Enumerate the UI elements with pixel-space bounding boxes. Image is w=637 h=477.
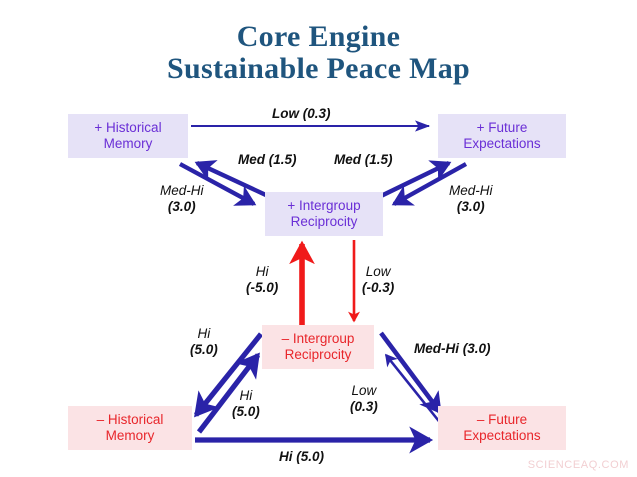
edge-label-pos-recip-to-neg-recip: Low (-0.3)	[362, 264, 395, 295]
edge-label-neg-fut-to-neg-recip: Low (0.3)	[350, 383, 378, 414]
node-neg-intergroup-reciprocity[interactable]: – Intergroup Reciprocity	[262, 325, 374, 369]
edge-label-neg-recip-to-pos-recip: Hi (-5.0)	[246, 264, 279, 295]
node-label-line2: Memory	[103, 136, 153, 151]
node-label-line1: + Intergroup	[287, 198, 361, 213]
node-label-line2: Memory	[105, 428, 155, 443]
node-neg-historical-memory[interactable]: – Historical Memory	[68, 406, 192, 450]
watermark: SCIENCEAQ.COM	[527, 459, 629, 471]
edge-neg-fut-to-neg-recip	[384, 353, 448, 431]
node-pos-intergroup-reciprocity[interactable]: + Intergroup Reciprocity	[265, 192, 383, 236]
node-label-line2: Expectations	[463, 428, 541, 443]
edge-label-pos-fut-to-pos-recip: Med-Hi (3.0)	[449, 183, 493, 214]
node-label-line1: – Historical	[96, 412, 164, 427]
edge-neg-recip-to-neg-fut	[379, 331, 442, 415]
edge-neg-hist-to-neg-recip	[196, 352, 261, 434]
edge-label-pos-recip-to-pos-hist: Med (1.5)	[238, 152, 297, 167]
node-label-line2: Expectations	[463, 136, 541, 151]
edge-label-pos-hist-to-pos-fut: Low (0.3)	[272, 106, 331, 121]
page-title-line1: Core Engine	[236, 20, 401, 53]
edge-neg-recip-to-neg-hist	[193, 332, 264, 418]
node-label-line2: Reciprocity	[290, 214, 358, 229]
edge-pos-fut-to-pos-recip	[391, 162, 468, 206]
node-label-line1: – Future	[476, 412, 528, 427]
edge-label-neg-recip-to-neg-hist: Hi (5.0)	[190, 326, 218, 357]
edge-label-neg-hist-to-neg-fut: Hi (5.0)	[279, 449, 325, 464]
edge-label-pos-hist-to-pos-recip: Med-Hi (3.0)	[160, 183, 204, 214]
node-neg-future-expectations[interactable]: – Future Expectations	[438, 406, 566, 450]
node-label-line2: Reciprocity	[284, 347, 352, 362]
edge-label-neg-recip-to-neg-fut: Med-Hi (3.0)	[414, 341, 491, 356]
edge-pos-hist-to-pos-recip	[178, 162, 257, 206]
node-label-line1: + Historical	[94, 120, 162, 135]
node-label-line1: + Future	[476, 120, 528, 135]
edge-label-neg-hist-to-neg-recip: Hi (5.0)	[232, 388, 260, 419]
page-title-line2: Sustainable Peace Map	[167, 52, 470, 85]
node-pos-future-expectations[interactable]: + Future Expectations	[438, 114, 566, 158]
node-pos-historical-memory[interactable]: + Historical Memory	[68, 114, 188, 158]
node-label-line1: – Intergroup	[281, 331, 355, 346]
edge-label-pos-recip-to-pos-fut: Med (1.5)	[334, 152, 393, 167]
